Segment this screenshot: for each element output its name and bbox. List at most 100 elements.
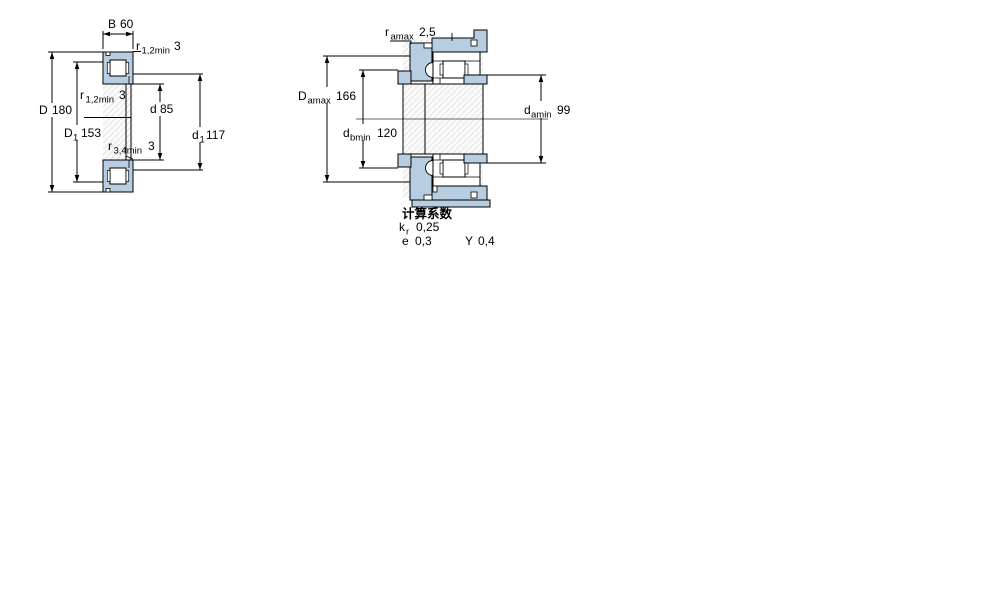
- leader-line: [390, 40, 412, 44]
- arrowhead: [157, 153, 163, 160]
- dim-label: r: [108, 139, 112, 153]
- shaft-abutment-left-top: [397, 70, 412, 85]
- dim-label: D: [39, 103, 48, 117]
- arrowhead: [126, 31, 133, 37]
- dim-label: d: [150, 102, 157, 116]
- label-mask: [189, 127, 230, 142]
- dim-value: 120: [377, 126, 397, 140]
- dim-r-amax: r amax 2,5: [385, 25, 453, 44]
- arrowhead: [197, 74, 203, 81]
- arrowhead: [538, 75, 544, 82]
- cage-bar: [125, 170, 130, 182]
- dim-value: 153: [81, 126, 101, 140]
- dim-sub: bmin: [350, 133, 371, 144]
- snap-ring-notch: [105, 188, 111, 193]
- arrowhead: [74, 62, 80, 69]
- Y-label: Y: [465, 234, 473, 248]
- dim-d-amin: d amin 99: [487, 74, 574, 164]
- arrowhead: [49, 185, 55, 192]
- label-mask: [520, 101, 574, 118]
- dim-D1: D 1 153: [61, 61, 103, 183]
- calculation-factors: 计算系数 k r 0,25 e 0,3 Y 0,4: [399, 206, 495, 248]
- arrowhead: [74, 175, 80, 182]
- dim-label: D: [298, 89, 307, 103]
- dim-value: 99: [557, 103, 571, 117]
- dim-value: 2,5: [419, 25, 436, 39]
- snap-ring-notch: [105, 51, 111, 56]
- roller: [442, 60, 466, 79]
- roller: [442, 159, 466, 178]
- right-figure: r amax 2,5 D amax 166 d bmin: [295, 25, 574, 208]
- dim-label: D: [64, 126, 73, 140]
- cage-bar: [439, 162, 444, 175]
- dim-r12-top: r 1,2min 3: [133, 39, 181, 57]
- bearing-section-top: [102, 51, 134, 85]
- ra-relief-notch: [423, 42, 433, 49]
- dim-label: r: [385, 25, 389, 39]
- dim-B: B 60: [102, 17, 134, 49]
- arrowhead: [324, 56, 330, 63]
- dim-sub: 1: [73, 133, 78, 144]
- dim-D-amax: D amax 166: [295, 55, 410, 183]
- arrowhead: [360, 161, 366, 168]
- dim-value: 3: [174, 39, 181, 53]
- snap-ring-notch: [470, 39, 478, 47]
- housing-foot: [411, 199, 491, 208]
- cage-bar: [439, 63, 444, 76]
- arrowhead: [103, 31, 110, 37]
- dim-sub: amin: [531, 110, 552, 121]
- dim-value: 180: [52, 103, 72, 117]
- dim-sub: 1: [200, 135, 205, 146]
- roller: [109, 59, 127, 77]
- e-label: e: [402, 234, 409, 248]
- housing-bore-top: [431, 29, 488, 53]
- dim-value: 3: [119, 88, 126, 102]
- dim-B-value: 60: [120, 17, 134, 31]
- label-mask: [61, 125, 102, 140]
- dim-r34: r 3,4min 3: [108, 139, 155, 160]
- shaft-abutment-left-bottom: [397, 153, 412, 168]
- dim-d: d 85: [133, 83, 176, 161]
- arrowhead: [49, 52, 55, 59]
- label-mask: [295, 87, 357, 103]
- cage-bar: [106, 170, 111, 182]
- label-mask: [340, 124, 398, 140]
- arrowhead: [360, 70, 366, 77]
- Y-value: 0,4: [478, 234, 495, 248]
- arrowhead: [324, 175, 330, 182]
- dim-sub: 1,2min: [86, 95, 115, 106]
- dim-D: D 180: [36, 51, 103, 193]
- dim-d-bmin: d bmin 120: [340, 69, 398, 169]
- dim-value: 166: [336, 89, 356, 103]
- dim-r12-mid: r 1,2min 3: [80, 88, 131, 118]
- dim-value: 3: [148, 139, 155, 153]
- dim-sub: 1,2min: [142, 46, 171, 57]
- bore-hatch-band: [103, 84, 133, 160]
- kr-value: 0,25: [416, 220, 440, 234]
- cage-bar: [125, 62, 130, 74]
- dim-label: r: [136, 39, 140, 53]
- calc-title: 计算系数: [402, 206, 453, 221]
- arrowhead: [538, 156, 544, 163]
- cage-bar: [106, 62, 111, 74]
- dim-value: 85: [160, 102, 174, 116]
- kr-sub: r: [406, 227, 409, 238]
- dim-sub: amax: [308, 96, 331, 107]
- dim-d1: d 1 117: [133, 73, 230, 171]
- dim-label: d: [524, 103, 531, 117]
- bearing-section-bottom: [102, 159, 134, 193]
- left-figure: B 60 r 1,2min 3 D 180: [36, 17, 230, 193]
- roller: [109, 167, 127, 185]
- snap-ring-notch: [470, 191, 478, 199]
- housing-bore-bottom: [431, 185, 488, 201]
- shaft-shoulder-right-bottom: [463, 153, 488, 164]
- dim-label: r: [80, 88, 84, 102]
- label-mask: [147, 102, 176, 116]
- arrowhead: [157, 84, 163, 91]
- e-value: 0,3: [415, 234, 432, 248]
- label-mask: [36, 103, 74, 117]
- dim-B-label: B: [108, 17, 116, 31]
- dim-label: d: [343, 126, 350, 140]
